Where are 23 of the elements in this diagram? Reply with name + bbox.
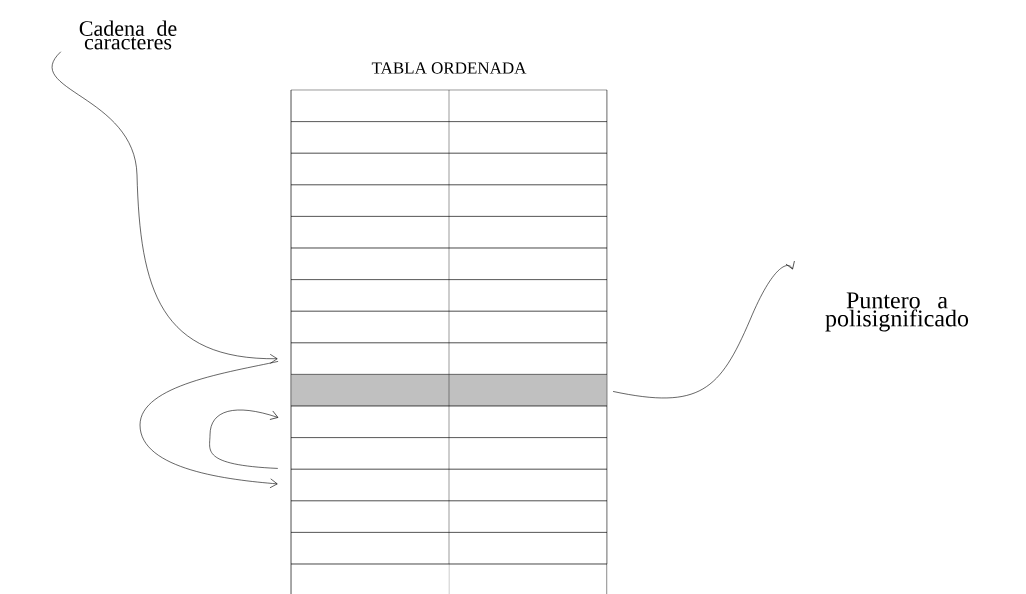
curved-arrow [209, 409, 279, 469]
table-row [290, 153, 608, 185]
text-label: Puntero a polisignificado [825, 292, 969, 332]
table-row [290, 184, 608, 217]
curved-arrow [51, 51, 278, 364]
text-label: Cadena de caracteres [79, 20, 177, 50]
table-row [290, 342, 608, 375]
table-row [290, 247, 608, 280]
table-row [290, 532, 608, 565]
curved-arrow [139, 361, 279, 489]
table-row [290, 279, 608, 312]
curved-arrow [612, 260, 795, 399]
table-row [290, 437, 608, 470]
table-row [290, 500, 608, 533]
table-heading: TABLA ORDENADA [371, 62, 527, 74]
table-row [290, 121, 608, 154]
table-row [290, 563, 608, 594]
table-row [290, 311, 608, 343]
table-row [290, 374, 608, 407]
table-row [290, 89, 608, 122]
table-row [290, 405, 608, 438]
table-row [290, 216, 608, 249]
table-row [290, 469, 608, 501]
